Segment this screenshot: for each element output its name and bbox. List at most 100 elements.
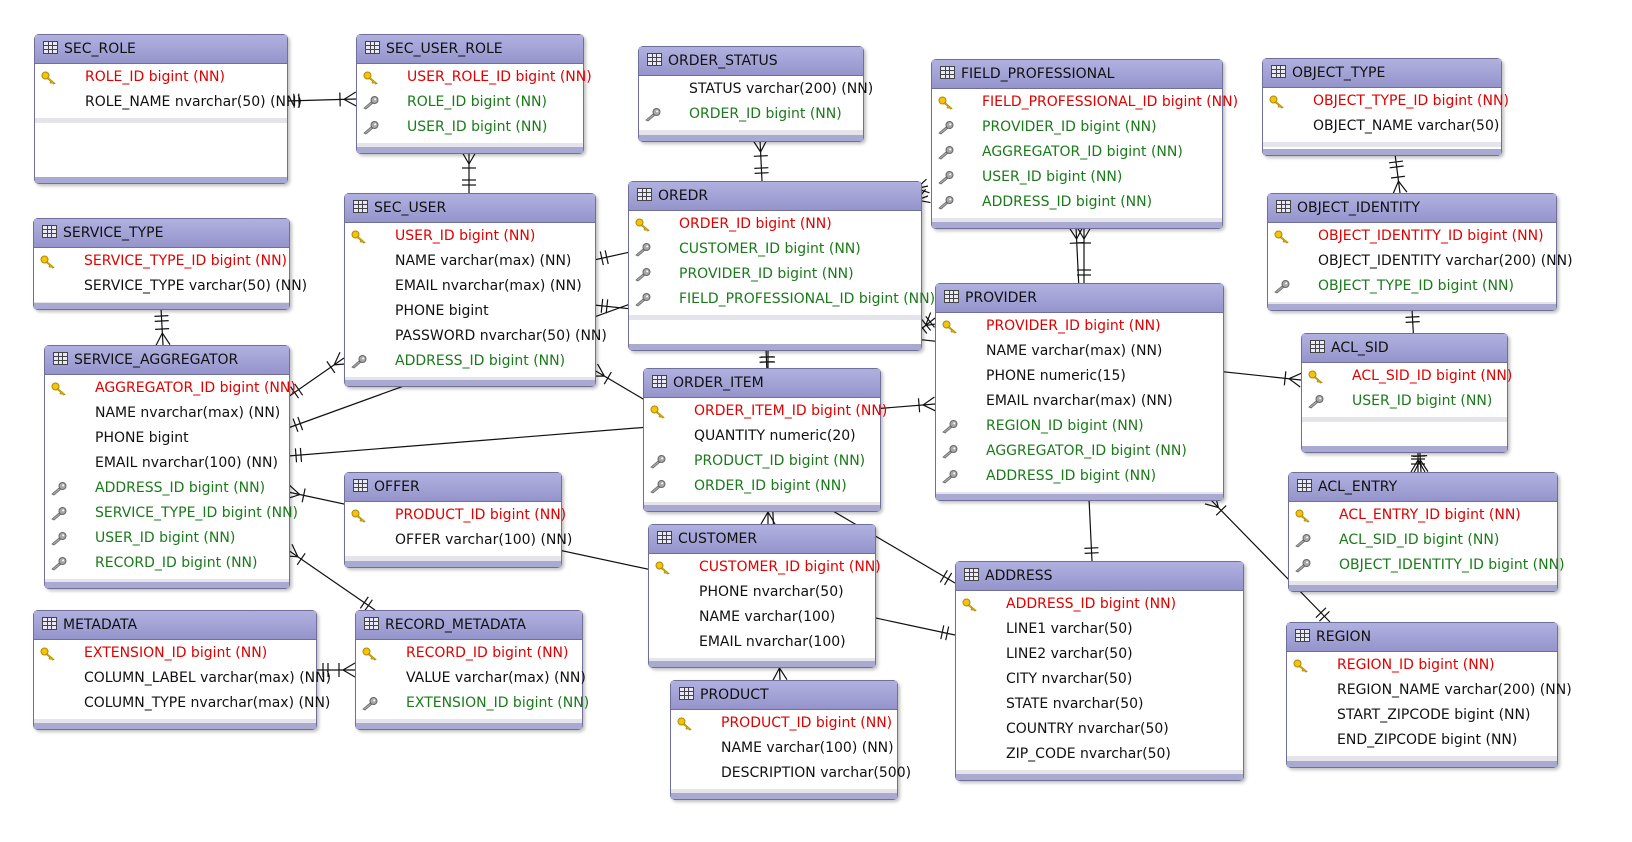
column-row[interactable]: USER_ID bigint (NN) xyxy=(345,224,595,249)
column-row[interactable]: PHONE bigint xyxy=(345,299,595,324)
column-row[interactable]: PHONE nvarchar(50) xyxy=(649,580,875,605)
column-row[interactable]: COLUMN_TYPE nvarchar(max) (NN) xyxy=(34,691,330,716)
column-row[interactable]: OBJECT_IDENTITY_ID bigint (NN) xyxy=(1268,224,1556,249)
column-row[interactable]: RECORD_ID bigint (NN) xyxy=(356,641,582,666)
table-object-identity[interactable]: OBJECT_IDENTITY OBJECT_IDENTITY_ID bigin… xyxy=(1267,193,1573,311)
table-region[interactable]: REGION REGION_ID bigint (NN)REGION_NAME … xyxy=(1286,622,1572,768)
table-header[interactable]: ACL_ENTRY xyxy=(1289,473,1557,502)
table-header[interactable]: SERVICE_AGGREGATOR xyxy=(45,346,289,375)
column-row[interactable]: RECORD_ID bigint (NN) xyxy=(45,551,289,576)
column-row[interactable]: SERVICE_TYPE_ID bigint (NN) xyxy=(45,501,298,526)
table-header[interactable]: FIELD_PROFESSIONAL xyxy=(932,60,1222,89)
column-row[interactable]: PASSWORD nvarchar(50) (NN) xyxy=(345,324,607,349)
column-row[interactable]: USER_ID bigint (NN) xyxy=(357,115,583,140)
column-row[interactable]: EXTENSION_ID bigint (NN) xyxy=(356,691,589,716)
table-order-item[interactable]: ORDER_ITEM ORDER_ITEM_ID bigint (NN)QUAN… xyxy=(643,368,887,512)
column-row[interactable]: PRODUCT_ID bigint (NN) xyxy=(671,711,897,736)
column-row[interactable]: ACL_SID_ID bigint (NN) xyxy=(1302,364,1512,389)
table-header[interactable]: ADDRESS xyxy=(956,562,1243,591)
column-row[interactable]: ORDER_ITEM_ID bigint (NN) xyxy=(644,399,887,424)
column-row[interactable]: NAME varchar(100) xyxy=(649,605,875,630)
column-row[interactable]: ACL_ENTRY_ID bigint (NN) xyxy=(1289,503,1557,528)
column-row[interactable]: USER_ID bigint (NN) xyxy=(45,526,289,551)
column-row[interactable]: OFFER varchar(100) (NN) xyxy=(345,528,572,553)
table-address[interactable]: ADDRESS ADDRESS_ID bigint (NN)LINE1 varc… xyxy=(955,561,1244,781)
column-row[interactable]: COLUMN_LABEL varchar(max) (NN) xyxy=(34,666,331,691)
table-header[interactable]: SEC_USER_ROLE xyxy=(357,35,583,64)
column-row[interactable]: OBJECT_IDENTITY varchar(200) (NN) xyxy=(1268,249,1573,274)
column-row[interactable]: EMAIL nvarchar(100) xyxy=(649,630,875,655)
column-row[interactable]: SERVICE_TYPE varchar(50) (NN) xyxy=(34,274,307,299)
table-customer[interactable]: CUSTOMER CUSTOMER_ID bigint (NN)PHONE nv… xyxy=(648,524,881,668)
table-metadata[interactable]: METADATA EXTENSION_ID bigint (NN)COLUMN_… xyxy=(33,610,331,730)
table-header[interactable]: OBJECT_TYPE xyxy=(1263,59,1501,88)
column-row[interactable]: ROLE_ID bigint (NN) xyxy=(35,65,287,90)
column-row[interactable]: PROVIDER_ID bigint (NN) xyxy=(936,314,1223,339)
column-row[interactable]: ZIP_CODE nvarchar(50) xyxy=(956,742,1243,767)
column-row[interactable]: STATE nvarchar(50) xyxy=(956,692,1243,717)
table-service-aggregator[interactable]: SERVICE_AGGREGATOR AGGREGATOR_ID bigint … xyxy=(44,345,298,589)
column-row[interactable]: EMAIL nvarchar(max) (NN) xyxy=(936,389,1223,414)
column-row[interactable]: OBJECT_NAME varchar(50) xyxy=(1263,114,1501,139)
column-row[interactable]: ORDER_ID bigint (NN) xyxy=(639,102,863,127)
column-row[interactable]: AGGREGATOR_ID bigint (NN) xyxy=(45,376,296,401)
column-row[interactable]: OBJECT_IDENTITY_ID bigint (NN) xyxy=(1289,553,1565,578)
table-header[interactable]: SEC_ROLE xyxy=(35,35,287,64)
column-row[interactable]: END_ZIPCODE bigint (NN) xyxy=(1287,728,1557,753)
column-row[interactable]: USER_ID bigint (NN) xyxy=(932,165,1222,190)
table-field-professional[interactable]: FIELD_PROFESSIONAL FIELD_PROFESSIONAL_ID… xyxy=(931,59,1238,229)
column-row[interactable]: CUSTOMER_ID bigint (NN) xyxy=(649,555,881,580)
table-oredr[interactable]: OREDR ORDER_ID bigint (NN)CUSTOMER_ID bi… xyxy=(628,181,935,351)
column-row[interactable]: ADDRESS_ID bigint (NN) xyxy=(345,349,595,374)
column-row[interactable]: CUSTOMER_ID bigint (NN) xyxy=(629,237,921,262)
table-acl-entry[interactable]: ACL_ENTRY ACL_ENTRY_ID bigint (NN)ACL_SI… xyxy=(1288,472,1565,592)
column-row[interactable]: ORDER_ID bigint (NN) xyxy=(629,212,921,237)
column-row[interactable]: PROVIDER_ID bigint (NN) xyxy=(629,262,921,287)
column-row[interactable]: OBJECT_TYPE_ID bigint (NN) xyxy=(1263,89,1509,114)
table-header[interactable]: ORDER_STATUS xyxy=(639,47,863,76)
column-row[interactable]: NAME varchar(100) (NN) xyxy=(671,736,897,761)
table-sec-role[interactable]: SEC_ROLE ROLE_ID bigint (NN)ROLE_NAME nv… xyxy=(34,34,302,184)
column-row[interactable]: QUANTITY numeric(20) xyxy=(644,424,880,449)
table-header[interactable]: OBJECT_IDENTITY xyxy=(1268,194,1556,223)
column-row[interactable]: AGGREGATOR_ID bigint (NN) xyxy=(932,140,1222,165)
table-offer[interactable]: OFFER PRODUCT_ID bigint (NN)OFFER varcha… xyxy=(344,472,572,568)
column-row[interactable]: REGION_ID bigint (NN) xyxy=(936,414,1223,439)
column-row[interactable]: EMAIL nvarchar(100) (NN) xyxy=(45,451,289,476)
column-row[interactable]: ROLE_ID bigint (NN) xyxy=(357,90,583,115)
table-header[interactable]: PRODUCT xyxy=(671,681,897,710)
column-row[interactable]: EXTENSION_ID bigint (NN) xyxy=(34,641,316,666)
table-header[interactable]: ORDER_ITEM xyxy=(644,369,880,398)
column-row[interactable]: ADDRESS_ID bigint (NN) xyxy=(936,464,1223,489)
table-product[interactable]: PRODUCT PRODUCT_ID bigint (NN)NAME varch… xyxy=(670,680,911,800)
table-header[interactable]: SEC_USER xyxy=(345,194,595,223)
column-row[interactable]: PHONE bigint xyxy=(45,426,289,451)
table-acl-sid[interactable]: ACL_SID ACL_SID_ID bigint (NN)USER_ID bi… xyxy=(1301,333,1512,453)
column-row[interactable]: REGION_ID bigint (NN) xyxy=(1287,653,1557,678)
column-row[interactable]: STATUS varchar(200) (NN) xyxy=(639,77,873,102)
column-row[interactable]: LINE1 varchar(50) xyxy=(956,617,1243,642)
table-header[interactable]: REGION xyxy=(1287,623,1557,652)
table-record-metadata[interactable]: RECORD_METADATA RECORD_ID bigint (NN)VAL… xyxy=(355,610,589,730)
column-row[interactable]: ACL_SID_ID bigint (NN) xyxy=(1289,528,1557,553)
column-row[interactable]: NAME varchar(max) (NN) xyxy=(345,249,595,274)
column-row[interactable]: PRODUCT_ID bigint (NN) xyxy=(644,449,880,474)
column-row[interactable]: ADDRESS_ID bigint (NN) xyxy=(45,476,289,501)
column-row[interactable]: NAME varchar(max) (NN) xyxy=(936,339,1223,364)
table-header[interactable]: PROVIDER xyxy=(936,284,1223,313)
column-row[interactable]: FIELD_PROFESSIONAL_ID bigint (NN) xyxy=(629,287,935,312)
table-provider[interactable]: PROVIDER PROVIDER_ID bigint (NN)NAME var… xyxy=(935,283,1224,501)
table-header[interactable]: CUSTOMER xyxy=(649,525,875,554)
column-row[interactable]: DESCRIPTION varchar(500) xyxy=(671,761,911,786)
column-row[interactable]: COUNTRY nvarchar(50) xyxy=(956,717,1243,742)
column-row[interactable]: CITY nvarchar(50) xyxy=(956,667,1243,692)
column-row[interactable]: START_ZIPCODE bigint (NN) xyxy=(1287,703,1557,728)
column-row[interactable]: VALUE varchar(max) (NN) xyxy=(356,666,586,691)
column-row[interactable]: OBJECT_TYPE_ID bigint (NN) xyxy=(1268,274,1556,299)
table-service-type[interactable]: SERVICE_TYPE SERVICE_TYPE_ID bigint (NN)… xyxy=(33,218,307,310)
table-sec-user-role[interactable]: SEC_USER_ROLE USER_ROLE_ID bigint (NN)RO… xyxy=(356,34,592,154)
column-row[interactable]: USER_ROLE_ID bigint (NN) xyxy=(357,65,592,90)
table-header[interactable]: OREDR xyxy=(629,182,921,211)
column-row[interactable]: ORDER_ID bigint (NN) xyxy=(644,474,880,499)
table-sec-user[interactable]: SEC_USER USER_ID bigint (NN)NAME varchar… xyxy=(344,193,607,387)
